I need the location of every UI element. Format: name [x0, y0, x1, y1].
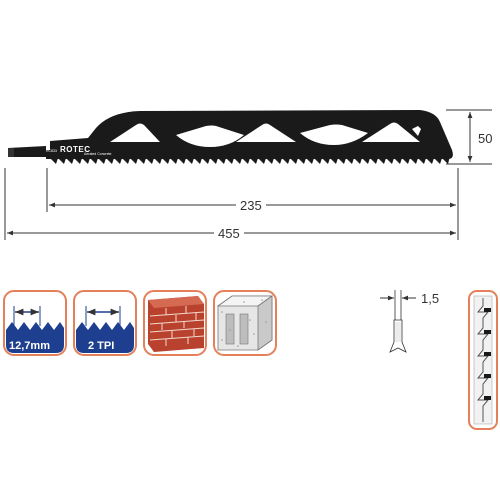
thickness-detail [380, 290, 416, 353]
blade-brand-text: ROTEC [60, 145, 91, 154]
aerated-concrete-icon [213, 290, 277, 356]
tpi-label: 2 TPI [88, 340, 114, 352]
shank-width-label: 12,7mm [9, 340, 50, 352]
height-label-bg [476, 130, 500, 146]
blade-tagline-text: Aerated Concrete [84, 152, 111, 156]
cut-length-label-bg [236, 197, 266, 213]
height-label: 50 [478, 131, 492, 146]
thickness-label: 1,5 [421, 291, 439, 306]
blade-model-text: RC833 [46, 149, 57, 153]
saw-blade: ROTEC RC833 Aerated Concrete [8, 110, 453, 164]
shank-width-icon: 12,7mm [3, 290, 67, 356]
blade-shank [8, 148, 14, 157]
height-dimension [446, 109, 492, 165]
total-length-label: 455 [218, 226, 240, 241]
cut-length-label: 235 [240, 198, 262, 213]
brick-material-icon [143, 290, 207, 356]
tooth-profile-icon [468, 290, 498, 430]
tpi-icon: 2 TPI [73, 290, 137, 356]
blade-body [8, 110, 453, 159]
total-length-label-bg [214, 225, 244, 241]
